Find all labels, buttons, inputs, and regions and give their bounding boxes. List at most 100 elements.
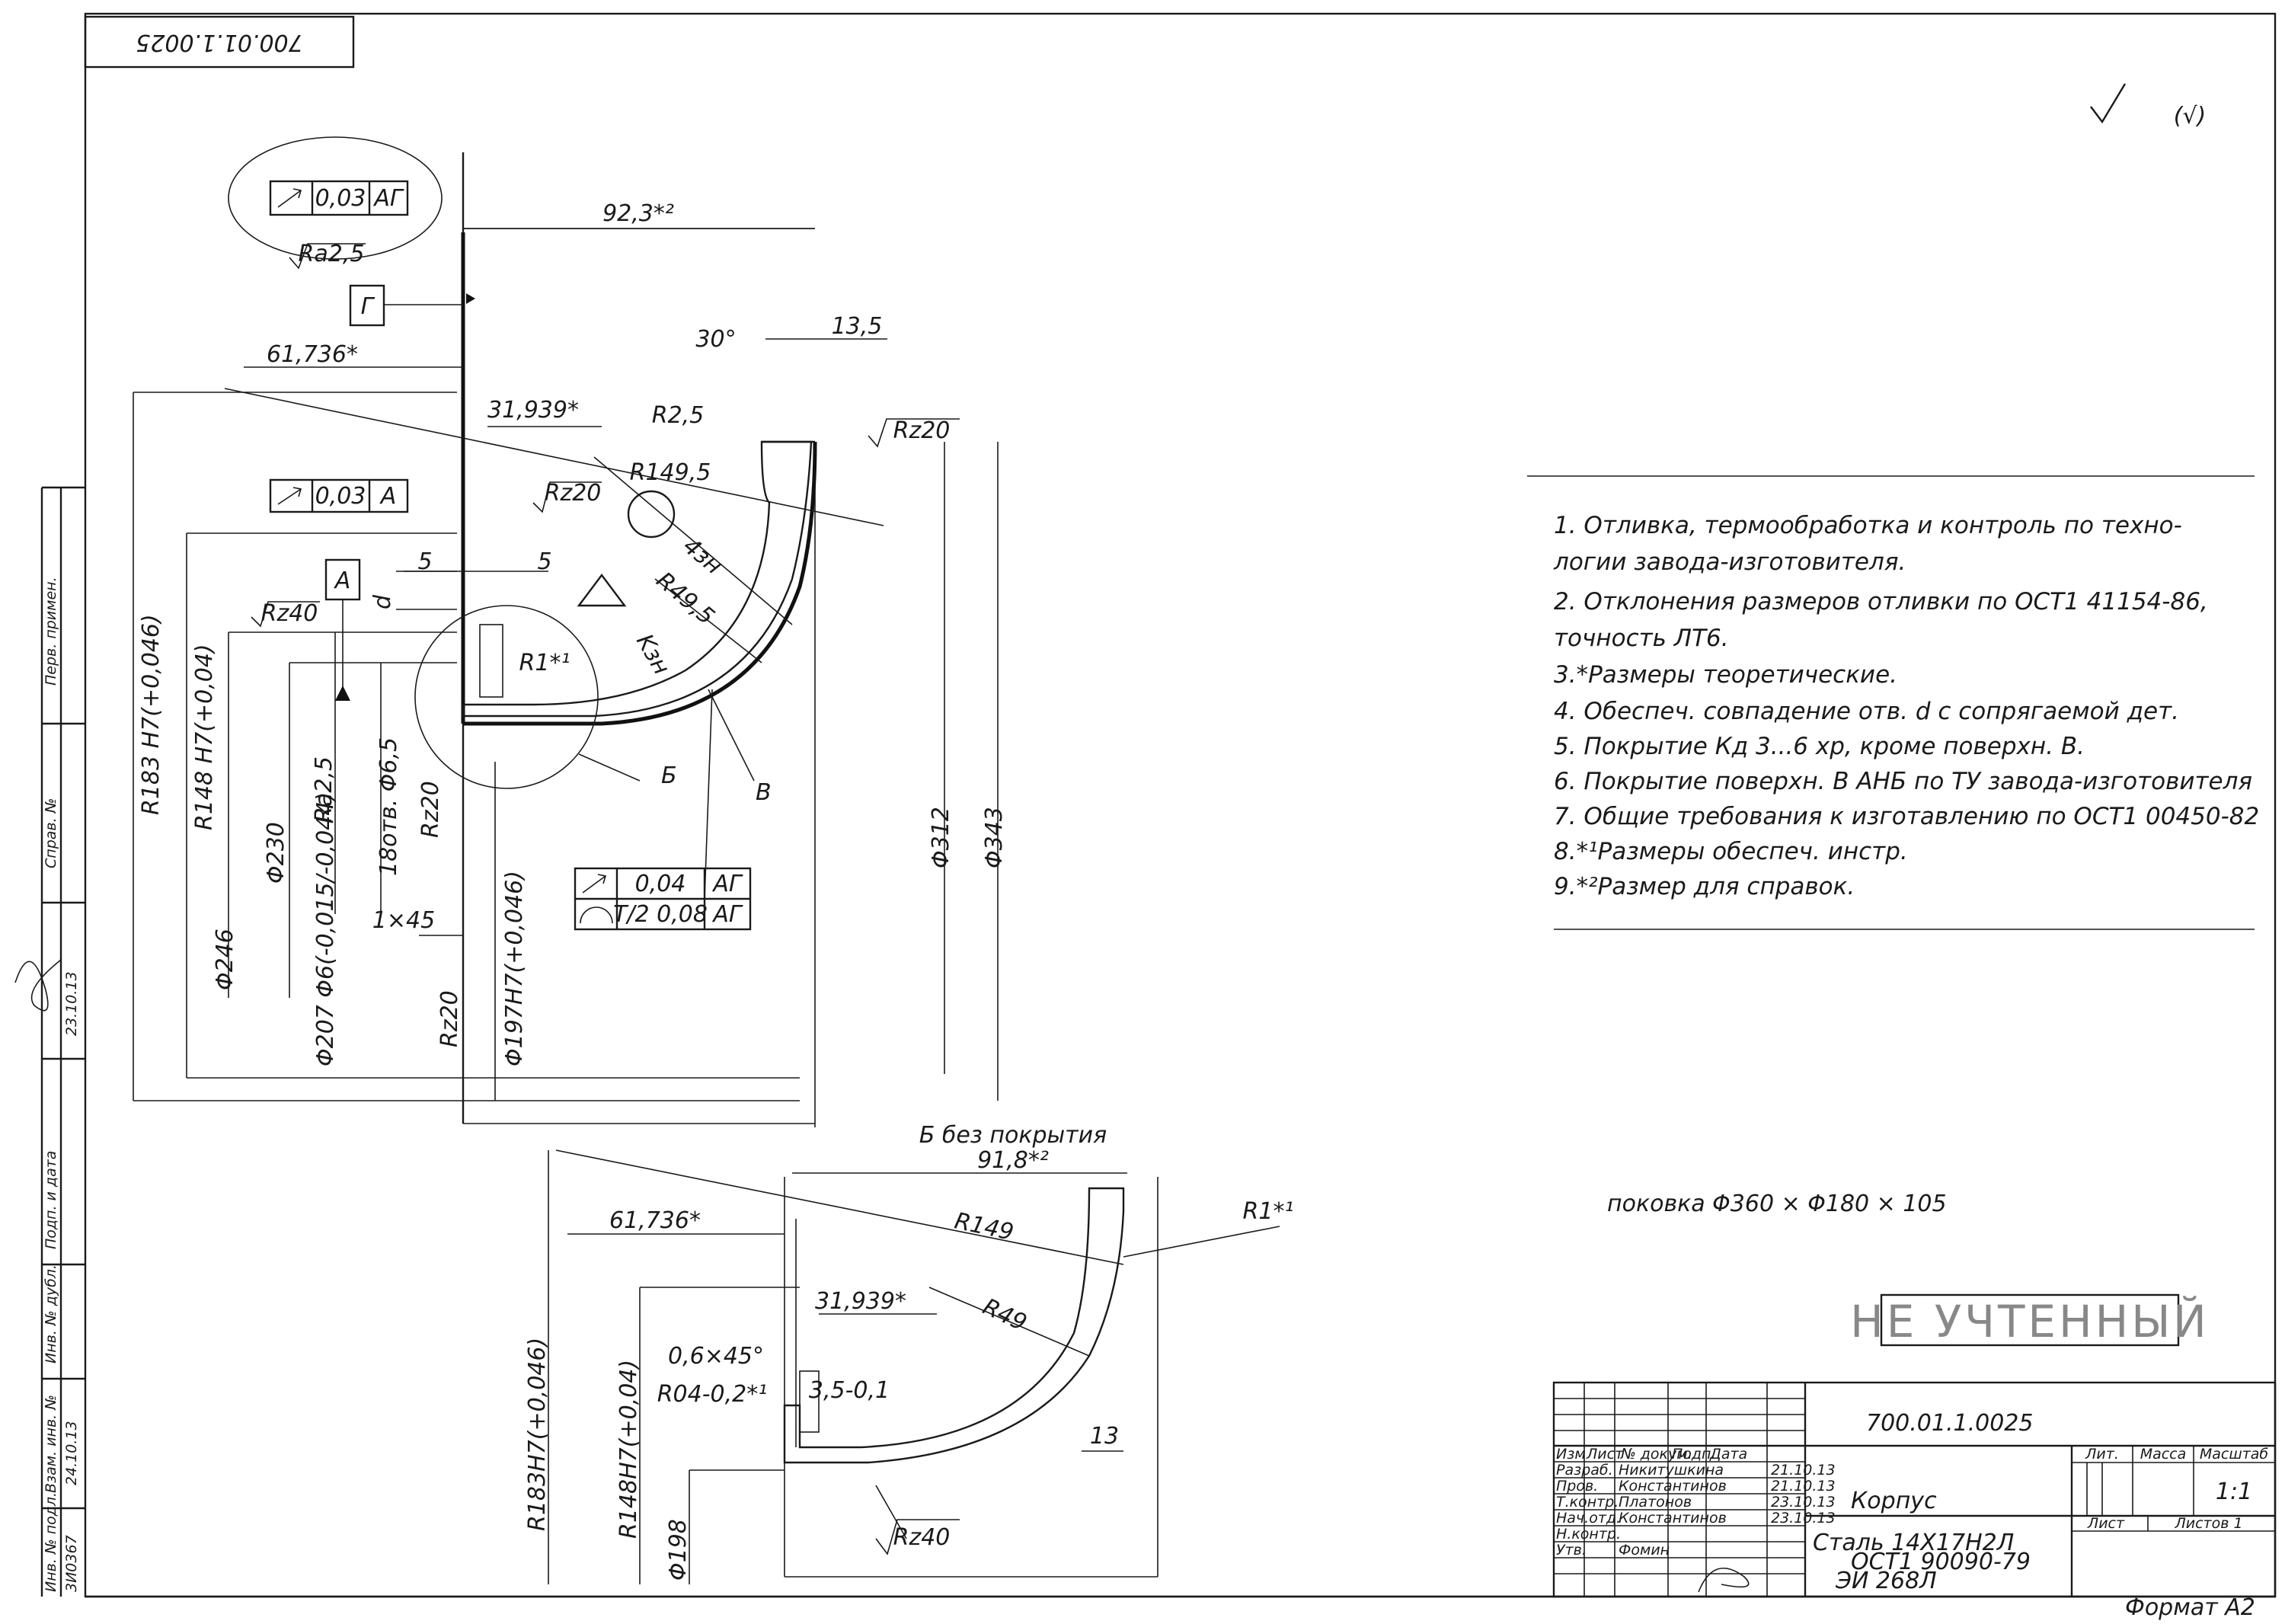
svg-text:№ докум.: № докум. (1620, 1446, 1692, 1463)
note-3: 2. Отклонения размеров отливки по ОСТ1 4… (1554, 588, 2208, 615)
detail-roughness-rz40: Rz40 (893, 1524, 951, 1551)
note-11: 9.*²Размер для справок. (1554, 873, 1855, 900)
detail-view: Б без покрытия 91,8*² 61,736* 31,939* R1… (524, 1122, 1293, 1584)
dim-343: Φ343 (981, 807, 1008, 868)
roughness-rz20-side: Rz20 (417, 781, 444, 838)
svg-text:Фомин: Фомин (1619, 1542, 1670, 1558)
note-9: 7. Общие требования к изготавлению по ОС… (1554, 803, 2259, 830)
detail-circle-b (414, 605, 599, 789)
detail-dim-91-8: 91,8*² (977, 1147, 1049, 1174)
svg-text:0,03: 0,03 (315, 483, 366, 510)
svg-text:21.10.13: 21.10.13 (1771, 1462, 1836, 1479)
detail-dim-13: 13 (1090, 1423, 1119, 1450)
view-letter-b: Б (661, 762, 677, 789)
format-label: Формат А2 (2125, 1594, 2255, 1620)
note-4: точность ЛТ6. (1554, 625, 1729, 652)
strip-date-2: 24.10.13 (63, 1421, 80, 1485)
datum-a: А (334, 567, 351, 594)
roughness-ra2-5-side: Ra2,5 (311, 756, 337, 823)
detail-title: Б без покрытия (919, 1122, 1107, 1149)
datum-g: Г (361, 293, 376, 320)
dim-230: Φ230 (263, 822, 289, 884)
dim-d: d (369, 594, 396, 609)
note-1: 1. Отливка, термообработка и контроль по… (1554, 512, 2182, 539)
svg-text:Лист: Лист (2087, 1515, 2125, 1532)
svg-text:АГ: АГ (711, 901, 743, 928)
triangle-mark-icon (577, 574, 627, 607)
svg-text:T/2 0,08: T/2 0,08 (613, 901, 708, 928)
dim-92-3: 92,3*² (602, 200, 674, 227)
svg-text:Никитушкина: Никитушкина (1619, 1462, 1724, 1479)
svg-text:Константинов: Константинов (1619, 1478, 1727, 1495)
svg-text:Пров.: Пров. (1556, 1478, 1598, 1495)
note-10: 8.*¹Размеры обеспеч. инстр. (1554, 838, 1908, 865)
part-name: Корпус (1851, 1488, 1937, 1514)
dim-r1: R1*¹ (519, 650, 570, 676)
runout-icon (582, 874, 607, 894)
scale-value: 1:1 (2216, 1479, 2252, 1505)
strip-signature (14, 959, 62, 1012)
dim-18-holes: 18отв. Φ6,5 (376, 737, 402, 876)
runout-icon (277, 188, 302, 208)
svg-text:23.10.13: 23.10.13 (1771, 1494, 1836, 1511)
svg-text:Т.контр.: Т.контр. (1556, 1494, 1619, 1511)
dim-197: Φ197H7(+0,046) (501, 871, 528, 1066)
detail-dim-r148: R148H7(+0,04) (615, 1360, 642, 1539)
svg-text:Нач.отд.: Нач.отд. (1556, 1510, 1621, 1526)
strip-label-inv-dubl: Инв. № дубл. (43, 1264, 59, 1363)
detail-dim-r149: R149 (952, 1207, 1016, 1245)
detail-dim-r49: R49 (979, 1293, 1031, 1337)
roughness-ra2-5-top: Ra2,5 (299, 241, 365, 267)
technical-notes: 1. Отливка, термообработка и контроль по… (1527, 475, 2259, 930)
strip-label-perv-primenen: Перв. примен. (43, 577, 59, 686)
dim-5-a: 5 (417, 548, 432, 575)
profile-icon (580, 906, 613, 924)
svg-text:Масса: Масса (2140, 1446, 2187, 1463)
tolerance-frame-3: 0,04 АГ T/2 0,08 АГ (574, 867, 752, 931)
strip-date-1: 23.10.13 (63, 971, 80, 1036)
dim-31-939: 31,939* (487, 397, 579, 424)
dim-4-zn: 4зн (678, 532, 727, 580)
detail-dim-0-6x45: 0,6×45° (668, 1343, 764, 1370)
note-6: 4. Обеспеч. совпадение отв. d с сопрягае… (1554, 698, 2179, 725)
detail-dim-r183: R183H7(+0,046) (524, 1338, 551, 1531)
dim-k-zn: Kзн (631, 630, 675, 679)
blank-size-handwritten: поковка Φ360 × Φ180 × 105 (1607, 1191, 1947, 1217)
dim-r2-5: R2,5 (652, 402, 705, 429)
tolerance-frame-1: 0,03 АГ (228, 136, 443, 260)
dim-246: Φ246 (212, 929, 238, 990)
material-1: Сталь 14Х17Н2Л (1813, 1530, 2014, 1556)
svg-text:Разраб.: Разраб. (1556, 1462, 1613, 1479)
note-2: логии завода-изготовителя. (1553, 548, 1906, 576)
part-section (462, 440, 813, 718)
material-3: ЭИ 268Л (1835, 1568, 1937, 1594)
svg-text:Масштаб: Масштаб (2200, 1446, 2269, 1463)
detail-dim-r04: R04-0,2*¹ (657, 1381, 768, 1408)
svg-text:Лист: Лист (1586, 1446, 1624, 1463)
svg-text:Утв.: Утв. (1556, 1542, 1587, 1558)
svg-text:21.10.13: 21.10.13 (1771, 1478, 1836, 1495)
dim-1x45: 1×45 (372, 907, 435, 934)
svg-text:А: А (379, 483, 397, 510)
svg-text:Платонов: Платонов (1619, 1494, 1692, 1511)
svg-text:0,04: 0,04 (635, 871, 686, 897)
detail-dim-198: Φ198 (665, 1519, 692, 1581)
svg-text:Н.контр.: Н.контр. (1556, 1526, 1621, 1542)
title-block: Изм Лист № докум. Подп. Дата Разраб. Про… (1552, 1381, 2277, 1621)
main-view: 92,3*² 61,736* 31,939* 30° 13,5 R2,5 R14… (133, 136, 1008, 1127)
note-7: 5. Покрытие Кд 3...6 хр, кроме поверхн. … (1554, 733, 2085, 760)
dim-5-b: 5 (537, 548, 551, 575)
svg-text:Подп.: Подп. (1672, 1446, 1716, 1463)
dim-r183: R183 H7(+0,046) (138, 614, 165, 815)
strip-label-inv-podl: Инв. № подл. (43, 1492, 59, 1592)
strip-label-podp-i-data: Подп. и дата (43, 1151, 59, 1249)
center-mark-circle (627, 490, 676, 539)
svg-text:Дата: Дата (1709, 1446, 1747, 1463)
top-check-marks: (√) (2090, 83, 2206, 129)
svg-text:23.10.13: 23.10.13 (1771, 1510, 1836, 1526)
detail-dim-61-736: 61,736* (609, 1207, 701, 1234)
roughness-rz20-inner: Rz20 (545, 480, 602, 507)
top-number-box (84, 15, 355, 69)
dim-207: Φ207 Φ6(-0,015/-0,044) (312, 792, 339, 1066)
roughness-rz20-right: Rz20 (893, 417, 951, 444)
